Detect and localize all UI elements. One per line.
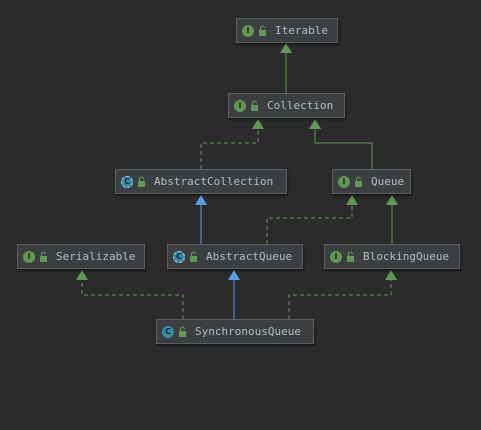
node-synchronous-queue[interactable]: C SynchronousQueue [156, 319, 314, 344]
node-blocking-queue[interactable]: I BlockingQueue [324, 244, 460, 269]
lock-icon [259, 25, 266, 36]
lock-icon [347, 251, 354, 262]
abstract-class-icon: C [121, 175, 133, 188]
edge-synchronousqueue-serializable [76, 270, 184, 319]
interface-icon: I [23, 250, 35, 263]
node-label: Queue [371, 175, 405, 188]
lock-icon [251, 100, 258, 111]
abstract-class-icon: C [173, 250, 185, 263]
node-label: Iterable [275, 24, 328, 37]
node-iterable[interactable]: I Iterable [236, 18, 338, 43]
node-serializable[interactable]: I Serializable [17, 244, 145, 269]
lock-icon [190, 251, 197, 262]
interface-icon: I [330, 250, 342, 263]
edge-synchronousqueue-abstractqueue [228, 270, 240, 319]
edge-queue-collection [309, 119, 373, 169]
edge-blockingqueue-queue [386, 195, 398, 244]
node-label: AbstractCollection [154, 175, 274, 188]
lock-icon [138, 176, 145, 187]
edge-abstractqueue-abstractcollection [195, 195, 207, 244]
node-label: AbstractQueue [206, 250, 293, 263]
edge-abstractcollection-collection [200, 119, 264, 169]
node-label: Serializable [56, 250, 136, 263]
node-label: Collection [267, 99, 334, 112]
node-queue[interactable]: I Queue [332, 169, 411, 194]
lock-icon [40, 251, 47, 262]
interface-icon: I [234, 99, 246, 112]
node-label: BlockingQueue [363, 250, 450, 263]
interface-icon: I [338, 175, 350, 188]
node-abstract-queue[interactable]: C AbstractQueue [167, 244, 303, 269]
node-label: SynchronousQueue [195, 325, 301, 338]
edge-synchronousqueue-blockingqueue [288, 270, 397, 319]
lock-icon [355, 176, 362, 187]
node-abstract-collection[interactable]: C AbstractCollection [115, 169, 287, 194]
interface-icon: I [242, 24, 254, 37]
edge-collection-iterable [280, 43, 292, 93]
lock-icon [179, 326, 186, 337]
node-collection[interactable]: I Collection [228, 93, 345, 118]
edge-abstractqueue-queue [266, 195, 358, 244]
class-icon: C [162, 325, 174, 338]
